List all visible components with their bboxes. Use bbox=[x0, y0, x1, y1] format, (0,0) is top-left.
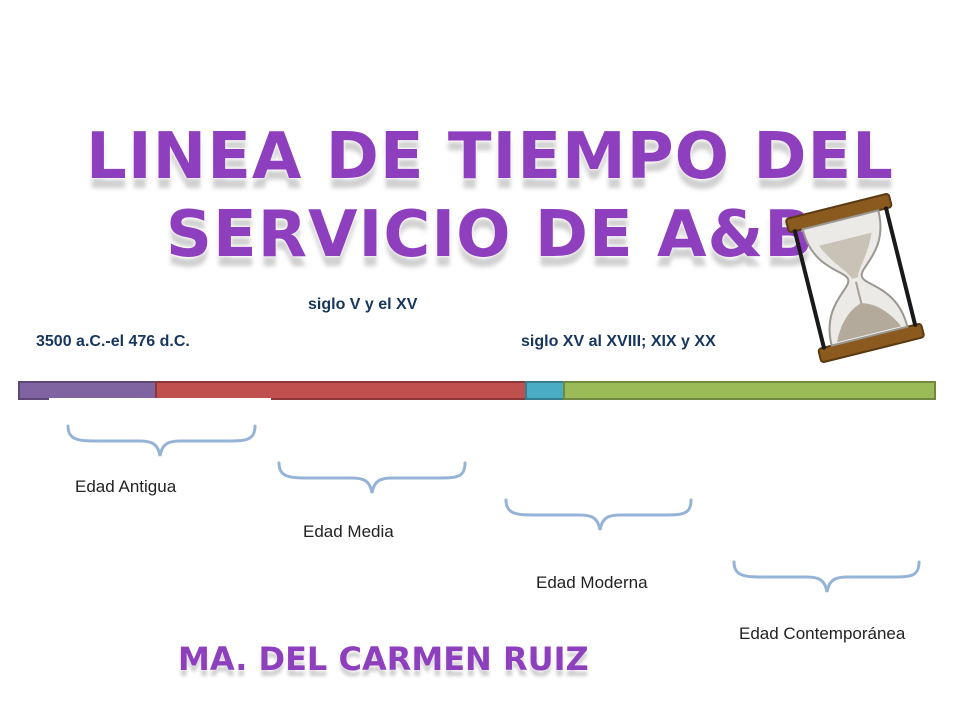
era-label-contemporanea: Edad Contemporánea bbox=[739, 624, 906, 643]
brace-contemporanea bbox=[732, 560, 921, 593]
brace-media bbox=[277, 461, 467, 494]
hourglass-icon bbox=[785, 193, 925, 363]
date-label-moderna-contemporanea: siglo XV al XVIII; XIX y XX bbox=[521, 333, 716, 350]
segment-contemporanea bbox=[563, 381, 936, 400]
segment-moderna bbox=[525, 381, 565, 400]
bar-underline bbox=[49, 398, 271, 401]
date-label-antigua: 3500 a.C.-el 476 d.C. bbox=[36, 333, 190, 350]
era-label-media: Edad Media bbox=[303, 522, 394, 541]
era-label-antigua: Edad Antigua bbox=[75, 477, 177, 496]
era-label-moderna: Edad Moderna bbox=[536, 573, 648, 592]
slide-title: LINEA DE TIEMPO DEL SERVICIO DE A&B bbox=[86, 120, 894, 272]
timeline-bar bbox=[18, 381, 936, 401]
author-name: MA. DEL CARMEN RUIZ bbox=[178, 640, 589, 678]
segment-antigua bbox=[18, 381, 157, 400]
brace-antigua bbox=[66, 424, 257, 457]
segment-media bbox=[155, 381, 527, 400]
brace-moderna bbox=[504, 498, 693, 531]
date-label-media: siglo V y el XV bbox=[308, 296, 418, 313]
